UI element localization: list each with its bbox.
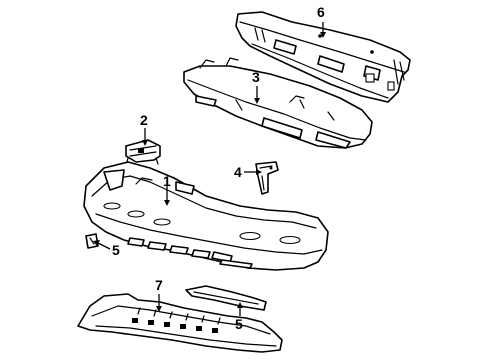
callout-3: 3 [252,69,260,85]
callout-1: 1 [163,173,171,189]
bracket-part-2 [125,139,161,167]
callout-4: 4 [234,164,242,180]
clip-part-5 [85,233,99,249]
callout-5-clip: 5 [112,242,120,258]
callout-labels: 6 3 2 4 1 5 5 7 [112,4,325,332]
callout-5-molding: 5 [235,316,243,332]
callout-6: 6 [317,4,325,20]
impact-bar-part-6 [235,11,411,103]
bumper-cover-part-1 [83,161,329,271]
callout-2: 2 [140,112,148,128]
air-deflector-part-7 [77,293,283,353]
callout-leaders [93,22,326,316]
bracket-part-4 [255,161,279,195]
molding-part-5 [185,285,267,311]
callout-7: 7 [155,277,163,293]
energy-absorber-part-3 [183,57,373,149]
